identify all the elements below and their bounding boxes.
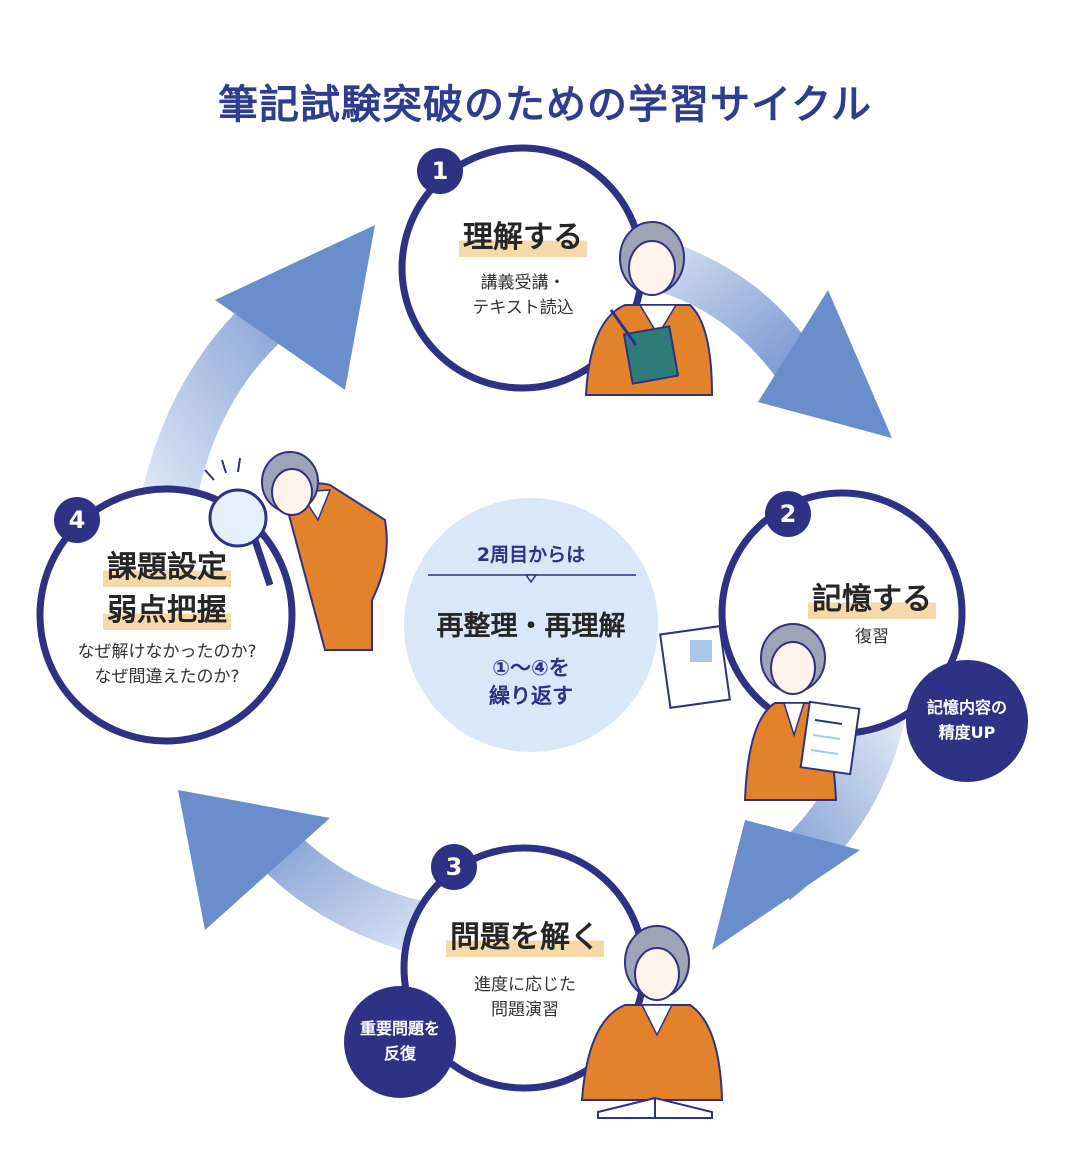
step-3-description: 進度に応じた 問題演習 xyxy=(430,973,620,1022)
center-repeat-line-1: ①～④を xyxy=(492,656,570,680)
step-1-text: 理解する 講義受講・ テキスト読込 xyxy=(433,218,613,320)
person-magnifier-illustration xyxy=(204,451,388,651)
step-1-description: 講義受講・ テキスト読込 xyxy=(433,271,613,320)
step-4-heading-line-1: 課題設定 xyxy=(103,548,231,587)
step-2-heading: 記憶する xyxy=(808,580,936,619)
center-label: 2周目からは xyxy=(476,544,586,566)
step-1-description-line-1: 講義受講・ xyxy=(480,273,566,293)
step-2-description: 復習 xyxy=(855,627,889,647)
center-repeat-line-2: 繰り返す xyxy=(489,684,573,709)
step-4-heading-line-2: 弱点把握 xyxy=(103,591,231,630)
center-divider-notch xyxy=(524,574,538,584)
step-1-description-line-2: テキスト読込 xyxy=(472,297,574,318)
step-3-badge-line-1: 重要問題を xyxy=(359,1019,440,1039)
step-3-text: 問題を解く 進度に応じた 問題演習 xyxy=(430,918,620,1022)
step-2-text: 記憶する 復習 xyxy=(792,580,952,650)
step-3-badge-line-2: 反復 xyxy=(383,1044,416,1063)
step-4-description-line-2: なぜ間違えたのか? xyxy=(94,666,240,687)
cycle-arrow-2-to-3 xyxy=(712,715,905,950)
step-4-text: 課題設定 弱点把握 なぜ解けなかったのか? なぜ間違えたのか? xyxy=(56,548,278,689)
step-3-number: 3 xyxy=(431,844,477,890)
step-4-description-line-1: なぜ解けなかったのか? xyxy=(77,642,257,662)
center-repeat: ①～④を 繰り返す xyxy=(431,654,631,711)
step-1-heading: 理解する xyxy=(459,218,587,257)
center-main: 再整理・再理解 xyxy=(436,611,626,642)
person-reading-illustration xyxy=(584,221,714,396)
step-2-number: 2 xyxy=(765,491,811,537)
step-4-description: なぜ解けなかったのか? なぜ間違えたのか? xyxy=(56,640,278,689)
step-3-badge: 重要問題を 反復 xyxy=(344,986,456,1098)
step-1-number: 1 xyxy=(417,148,463,194)
step-2-badge: 記憶内容の 精度UP xyxy=(906,660,1028,782)
person-studying-illustration xyxy=(580,925,724,1119)
step-3-description-line-2: 問題演習 xyxy=(491,999,559,1020)
page-title: 筆記試験突破のための学習サイクル xyxy=(218,82,872,128)
step-2-badge-line-2: 精度UP xyxy=(938,723,996,742)
step-2-badge-line-1: 記憶内容の xyxy=(926,698,1007,718)
cycle-arrow-3-to-4 xyxy=(178,790,440,960)
step-3-heading: 問題を解く xyxy=(446,918,604,957)
step-3-description-line-1: 進度に応じた xyxy=(474,975,576,995)
center-circle xyxy=(404,498,658,752)
cycle-arrow-4-to-1 xyxy=(140,225,375,510)
person-reviewing-illustration xyxy=(659,623,861,801)
step-4-number: 4 xyxy=(54,497,100,543)
